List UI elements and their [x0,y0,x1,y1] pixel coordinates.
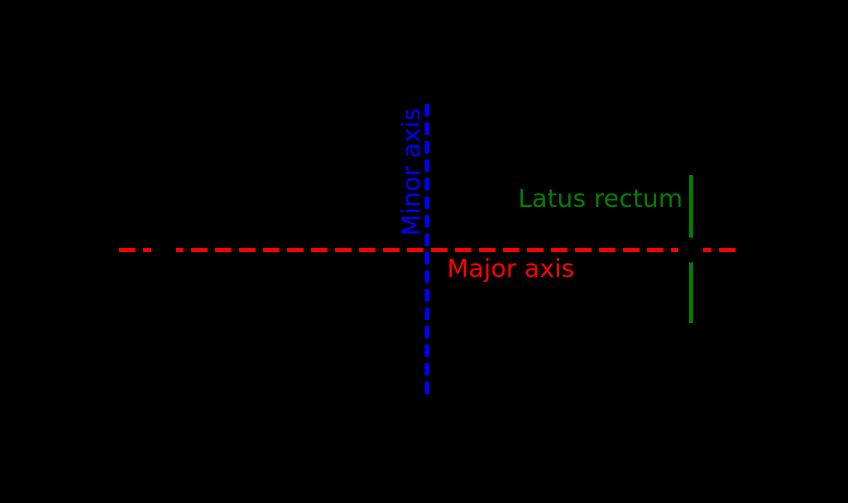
minor-axis-label: Minor axis [396,108,426,236]
right-focus-dot [678,237,703,263]
left-focus-dot [151,237,176,263]
latus-rectum-label: Latus rectum [518,184,683,213]
major-axis-label: Major axis [447,254,575,283]
